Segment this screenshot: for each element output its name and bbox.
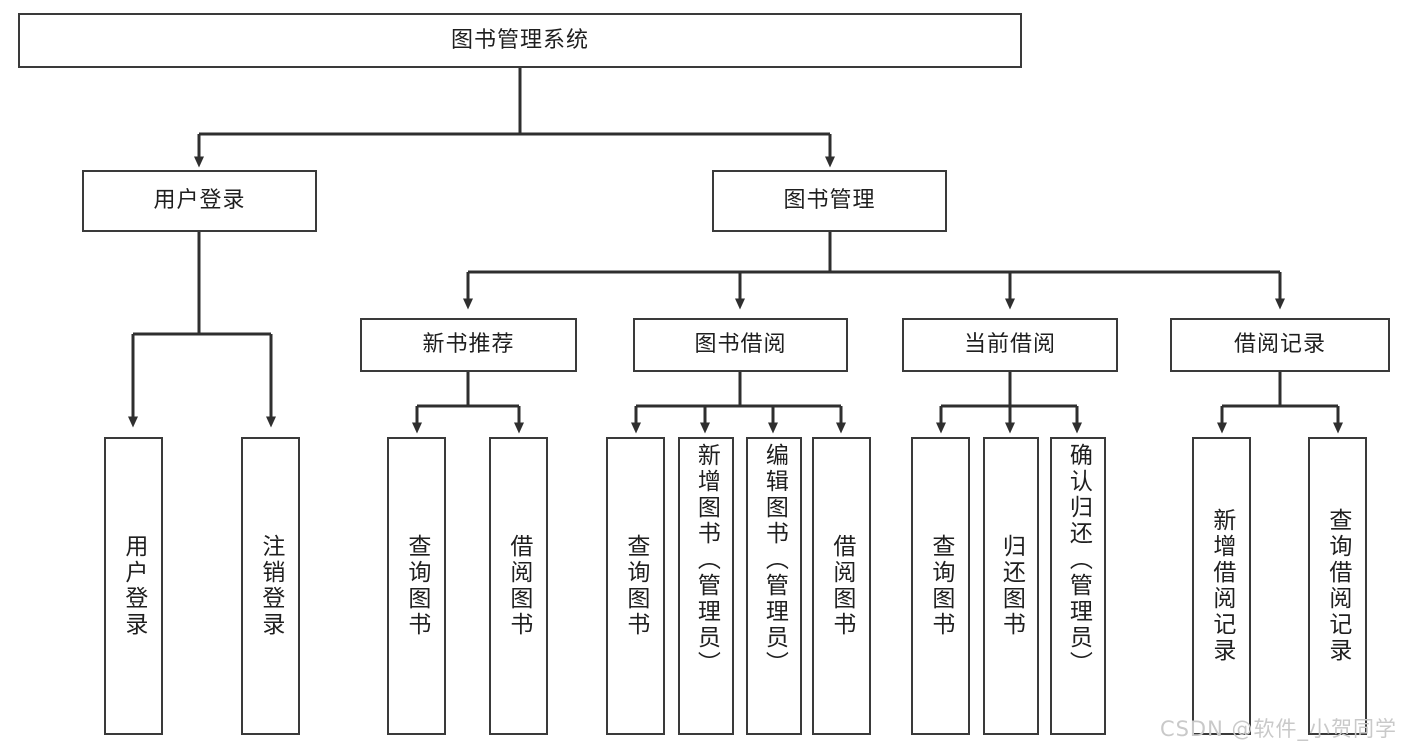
node-new-book-recommend[interactable]: 新书推荐 — [360, 318, 577, 372]
node-user-login[interactable]: 用户登录 — [82, 170, 317, 232]
node-label: 借阅图书 — [828, 534, 855, 638]
node-root-book-management-system[interactable]: 图书管理系统 — [18, 13, 1022, 68]
node-label: 查询图书 — [927, 534, 954, 638]
leaf-add-book-admin[interactable]: 新增图书（管理员） — [678, 437, 734, 735]
leaf-return-book[interactable]: 归还图书 — [983, 437, 1039, 735]
leaf-query-book-current[interactable]: 查询图书 — [911, 437, 970, 735]
leaf-user-login[interactable]: 用户登录 — [104, 437, 163, 735]
node-current-borrow[interactable]: 当前借阅 — [902, 318, 1118, 372]
node-label: 用户登录 — [153, 188, 246, 214]
node-book-borrow[interactable]: 图书借阅 — [633, 318, 848, 372]
node-book-management[interactable]: 图书管理 — [712, 170, 947, 232]
node-label: 新增图书（管理员） — [693, 443, 720, 677]
node-label: 图书管理系统 — [450, 27, 589, 53]
node-label: 借阅图书 — [505, 534, 532, 638]
node-label: 借阅记录 — [1233, 332, 1326, 358]
leaf-query-book-recommend[interactable]: 查询图书 — [387, 437, 446, 735]
node-label: 当前借阅 — [963, 332, 1056, 358]
node-label: 编辑图书（管理员） — [761, 443, 788, 677]
node-label: 查询借阅记录 — [1324, 508, 1351, 664]
node-label: 确认归还（管理员） — [1065, 443, 1092, 677]
node-label: 图书借阅 — [694, 332, 787, 358]
node-label: 新增借阅记录 — [1208, 508, 1235, 664]
node-label: 查询图书 — [403, 534, 430, 638]
node-label: 图书管理 — [783, 188, 876, 214]
leaf-edit-book-admin[interactable]: 编辑图书（管理员） — [746, 437, 802, 735]
node-label: 新书推荐 — [422, 332, 515, 358]
leaf-add-borrow-record[interactable]: 新增借阅记录 — [1192, 437, 1251, 735]
leaf-logout[interactable]: 注销登录 — [241, 437, 300, 735]
node-label: 归还图书 — [998, 534, 1025, 638]
node-label: 查询图书 — [622, 534, 649, 638]
leaf-query-book-borrow[interactable]: 查询图书 — [606, 437, 665, 735]
node-label: 用户登录 — [120, 534, 147, 638]
leaf-borrow-book[interactable]: 借阅图书 — [812, 437, 871, 735]
leaf-borrow-book-recommend[interactable]: 借阅图书 — [489, 437, 548, 735]
csdn-watermark: CSDN @软件_小贺同学 — [1159, 717, 1397, 741]
node-borrow-record[interactable]: 借阅记录 — [1170, 318, 1390, 372]
node-label: 注销登录 — [257, 534, 284, 638]
leaf-query-borrow-record[interactable]: 查询借阅记录 — [1308, 437, 1367, 735]
leaf-confirm-return-admin[interactable]: 确认归还（管理员） — [1050, 437, 1106, 735]
